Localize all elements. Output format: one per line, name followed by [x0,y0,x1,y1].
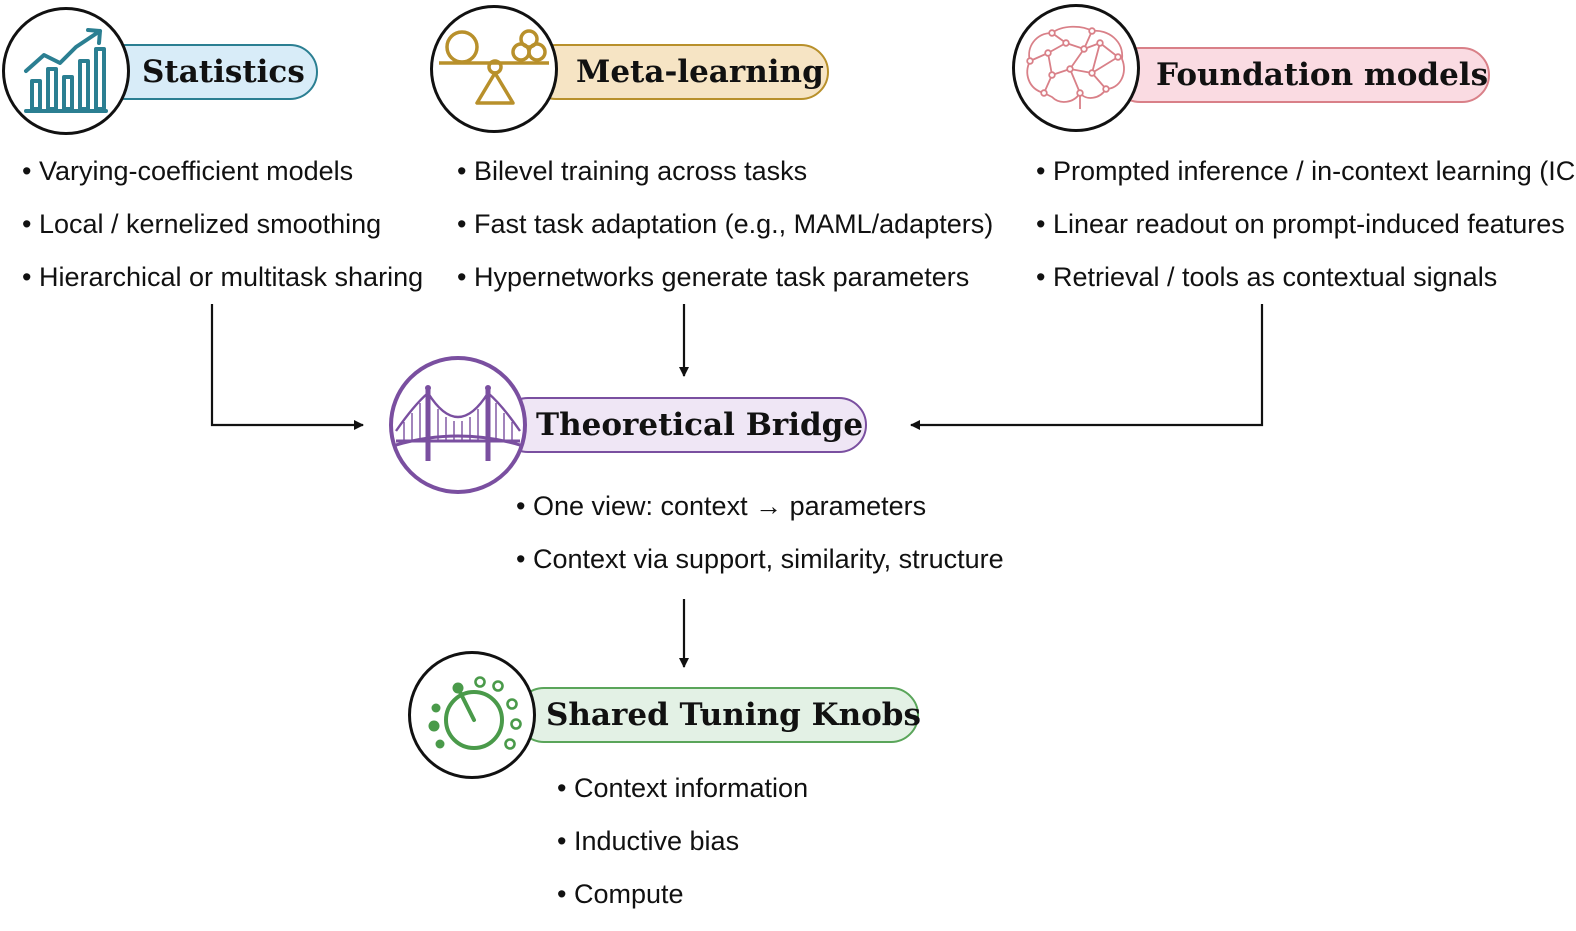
suspension-bridge-icon [395,385,521,461]
statistics-title: Statistics [142,54,305,90]
meta-learning-label-pill: Meta-learning [528,44,829,100]
bridge-title: Theoretical Bridge [536,407,864,443]
list-item: Retrieval / tools as contextual signals [1036,261,1576,314]
statistics-bullet-list: Varying-coefficient models Local / kerne… [22,155,423,314]
knobs-label-pill: Shared Tuning Knobs [516,687,921,743]
list-item: Local / kernelized smoothing [22,208,423,261]
list-item: Hypernetworks generate task parameters [457,261,993,314]
meta-learning-bullet-list: Bilevel training across tasks Fast task … [457,155,993,314]
balance-scale-icon [439,29,549,105]
knobs-icon-circle [408,651,536,779]
knobs-title: Shared Tuning Knobs [546,697,921,733]
list-item: Varying-coefficient models [22,155,423,208]
meta-learning-icon-circle [430,5,558,133]
growth-chart-icon [24,28,108,113]
neural-brain-icon [1026,25,1125,109]
foundation-models-icon-circle [1012,4,1140,132]
list-item: Prompted inference / in-context learning… [1036,155,1576,208]
arrow-statistics-to-bridge [210,304,364,430]
statistics-label-pill: Statistics [98,44,318,100]
statistics-icon-circle [2,7,130,135]
list-item: Context via support, similarity, structu… [516,543,1004,596]
meta-learning-title: Meta-learning [576,54,824,90]
arrow-foundation-to-bridge [910,304,1264,430]
foundation-models-title: Foundation models [1156,57,1489,93]
foundation-models-bullet-list: Prompted inference / in-context learning… [1036,155,1576,314]
list-item: One view: context → parameters [516,490,1004,543]
foundation-models-label-pill: Foundation models [1112,47,1490,103]
bridge-label-pill: Theoretical Bridge [500,397,867,453]
list-item: Linear readout on prompt-induced feature… [1036,208,1576,261]
list-item: Fast task adaptation (e.g., MAML/adapter… [457,208,993,261]
list-item: Inductive bias [557,825,808,878]
list-item: Bilevel training across tasks [457,155,993,208]
tuning-dial-icon [428,676,522,750]
knobs-bullet-list: Context information Inductive bias Compu… [557,772,808,931]
bridge-icon-circle [389,356,527,494]
list-item: Context information [557,772,808,825]
bridge-bullet-list: One view: context → parameters Context v… [516,490,1004,596]
list-item: Hierarchical or multitask sharing [22,261,423,314]
list-item: Compute [557,878,808,931]
